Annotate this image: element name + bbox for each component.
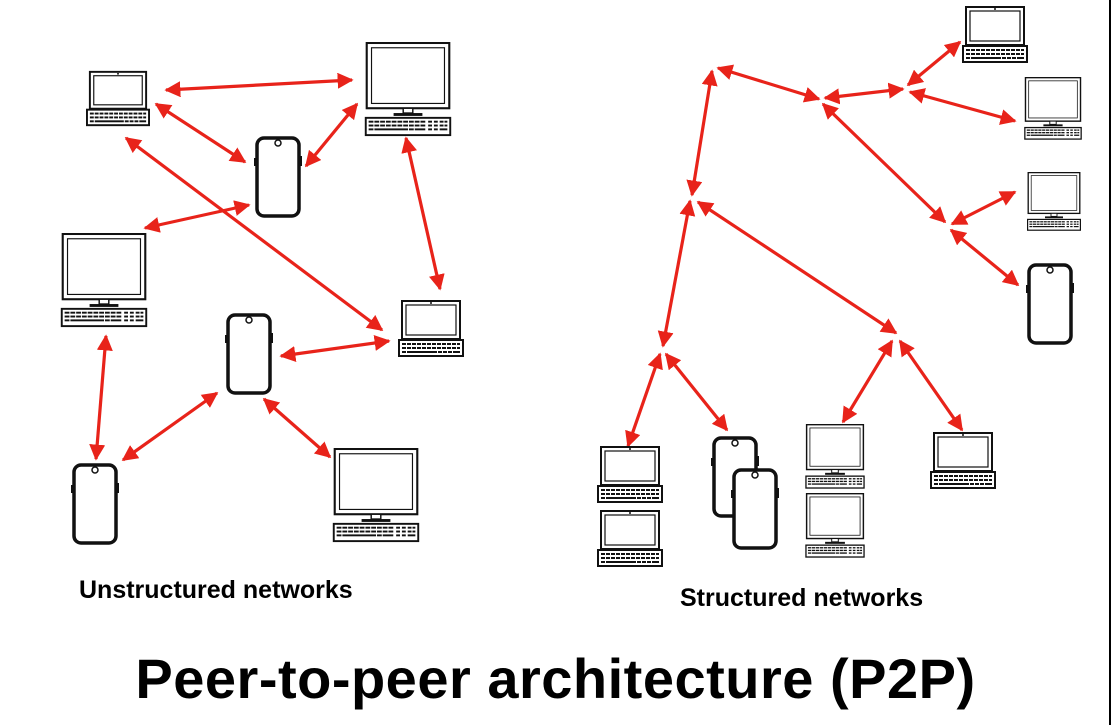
laptop-icon	[596, 510, 664, 568]
phone-icon	[730, 468, 780, 550]
structured-networks-label: Structured networks	[680, 584, 924, 612]
edge	[898, 339, 964, 432]
edge	[143, 200, 251, 233]
edge	[696, 200, 898, 335]
edge	[716, 64, 821, 103]
edge	[686, 69, 718, 197]
desktop-icon	[1024, 77, 1082, 140]
edge	[625, 352, 663, 448]
right-border	[1109, 0, 1111, 725]
edge	[89, 334, 113, 461]
laptop-icon	[962, 6, 1028, 63]
laptop-icon	[398, 300, 464, 357]
unstructured-networks-label: Unstructured networks	[79, 576, 353, 604]
edge	[908, 88, 1017, 125]
edge	[164, 72, 354, 98]
desktop-icon	[805, 493, 865, 558]
edge	[124, 136, 384, 332]
structured-edges	[625, 40, 1020, 448]
edge	[823, 82, 905, 105]
edge	[154, 102, 247, 164]
diagram-title: Peer-to-peer architecture (P2P)	[135, 647, 976, 710]
phone-icon	[1025, 263, 1075, 345]
phone-icon	[253, 136, 303, 218]
desktop-icon	[364, 42, 452, 137]
structured-devices	[596, 6, 1082, 568]
phone-icon	[70, 463, 120, 545]
desktop-icon	[332, 448, 420, 543]
edge	[664, 352, 729, 432]
edge	[304, 102, 359, 168]
edge	[949, 228, 1020, 287]
phone-icon	[224, 313, 274, 395]
edge	[279, 335, 391, 362]
edge	[262, 397, 332, 459]
laptop-icon	[596, 446, 664, 504]
desktop-icon	[805, 424, 865, 489]
edge	[950, 190, 1017, 226]
laptop-icon	[930, 432, 996, 489]
unstructured-edges	[89, 72, 445, 462]
edge	[821, 102, 947, 224]
desktop-icon	[60, 233, 148, 328]
unstructured-devices	[60, 42, 464, 545]
edge	[906, 40, 962, 87]
desktop-icon	[1026, 172, 1082, 232]
edge	[121, 391, 219, 462]
edge	[841, 339, 894, 424]
laptop-icon	[86, 70, 150, 127]
edge	[401, 136, 445, 291]
edge	[657, 199, 696, 348]
